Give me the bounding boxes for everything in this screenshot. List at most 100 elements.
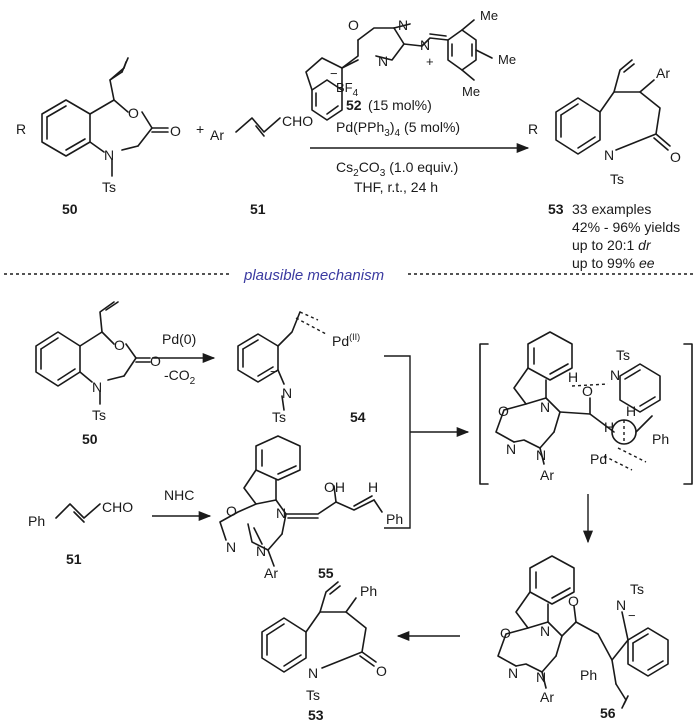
r-substituent: R (16, 121, 26, 137)
mech50-ring-oxygen: O (114, 337, 125, 353)
positive-charge: + (426, 54, 434, 69)
mech55-hydrogen: H (368, 479, 378, 495)
compound-label-51: 51 (250, 201, 266, 217)
mech51-phenyl: Ph (28, 513, 45, 529)
compound-label-56: 56 (600, 705, 616, 721)
palladium-source: Pd(PPh3)4(5 mol%) (336, 119, 460, 139)
mech55-nitrogen-1: N (276, 505, 286, 521)
compound-51-top: Ar CHO 51 (210, 113, 313, 217)
amide-anion-charge: − (270, 364, 278, 379)
mech56-oxygen: O (500, 625, 511, 641)
product-53-top: R Ar N O Ts (528, 59, 681, 187)
step2-reagent: NHC (164, 487, 194, 503)
mech53-tosyl: Ts (306, 687, 320, 703)
ts-enol-oxygen: O (582, 383, 593, 399)
intermediate-54: Pd(II) − N Ts 54 (237, 311, 366, 425)
enantiomeric-excess: up to 99% ee (572, 255, 655, 271)
mech56-nitrogen-anion: N (616, 597, 626, 613)
catalyst-oxygen: O (348, 17, 359, 33)
tosyl-group: Ts (102, 179, 116, 195)
mech56-nitrogen-2: N (508, 665, 518, 681)
tetrafluoroborate: BF4 (336, 80, 359, 99)
mech54-tosyl: Ts (272, 409, 286, 425)
methyl-1: Me (480, 8, 498, 23)
product-aryl: Ar (656, 65, 670, 81)
product-r-substituent: R (528, 121, 538, 137)
mech55-oxygen: O (226, 503, 237, 519)
product-53-mechanism: Ph N O Ts 53 (261, 581, 387, 723)
mech51-aldehyde: CHO (102, 499, 133, 515)
mech55-phenyl: Ph (386, 511, 403, 527)
intermediate-56: O N N N Ar O N − Ts Ph 56 (497, 555, 669, 721)
pd-ii-center: Pd(II) (332, 332, 360, 349)
mech55-aryl: Ar (264, 565, 278, 581)
transition-state: O N N N Ar O H N Ts H H Ph Pd (479, 331, 693, 485)
ring-nitrogen: N (104, 147, 114, 163)
mech53-phenyl: Ph (360, 583, 377, 599)
methyl-2: Me (498, 52, 516, 67)
step1-reagent: Pd(0) (162, 331, 196, 347)
ts-enol-hydrogen: H (568, 369, 578, 385)
product-nitrogen: N (604, 147, 614, 163)
mech56-nitrogen-1: N (540, 623, 550, 639)
reaction-conditions: 52 (15 mol%) Pd(PPh3)4(5 mol%) Cs2CO3(1.… (310, 97, 530, 195)
compound-51-mechanism: Ph CHO 51 (28, 499, 133, 567)
ts-palladium: Pd (590, 451, 607, 467)
ts-aryl: Ar (540, 467, 554, 483)
ring-oxygen: O (128, 105, 139, 121)
mech53-carbonyl-oxygen: O (376, 663, 387, 679)
catalyst-nitrogen-1: N (398, 17, 408, 33)
mech56-anion-charge: − (628, 608, 636, 623)
catalyst-loading: (15 mol%) (368, 97, 432, 113)
carbonyl-oxygen: O (170, 123, 181, 139)
mech56-ketone-oxygen: O (568, 593, 579, 609)
plus-sign: + (196, 121, 204, 137)
compound-label-54: 54 (350, 409, 366, 425)
mech55-hydroxyl: OH (324, 479, 345, 495)
ts-nitrogen-3: N (536, 447, 546, 463)
compound-label-53-mech: 53 (308, 707, 324, 723)
compound-50-top: R O O N Ts 50 (16, 57, 181, 217)
catalyst-nitrogen-2: N (378, 53, 388, 69)
ts-tosyl: Ts (616, 347, 630, 363)
mech50-nitrogen: N (92, 379, 102, 395)
yield-range: 42% - 96% yields (572, 219, 680, 235)
ts-phenyl: Ph (652, 431, 669, 447)
ts-oxygen: O (498, 403, 509, 419)
methyl-3: Me (462, 84, 480, 99)
compound-label-50: 50 (62, 201, 78, 217)
mechanism-title: plausible mechanism (243, 267, 384, 284)
catalyst-nitrogen-3: N (420, 37, 430, 53)
mech56-nitrogen-3: N (536, 669, 546, 685)
mech55-nitrogen-3: N (256, 543, 266, 559)
mech56-aryl: Ar (540, 689, 554, 705)
nhc-catalyst-52: O N N N + Me Me Me − BF4 (305, 8, 516, 121)
step1-decarboxylation: -CO2 (164, 367, 196, 387)
results-summary: 53 33 examples 42% - 96% yields up to 20… (548, 201, 680, 271)
solvent-condition: THF, r.t., 24 h (354, 179, 438, 195)
mech50-carbonyl-oxygen: O (150, 353, 161, 369)
compound-label-51-mech: 51 (66, 551, 82, 567)
mech53-nitrogen: N (308, 665, 318, 681)
aldehyde-group: CHO (282, 113, 313, 129)
diastereomeric-ratio: up to 20:1 dr (572, 237, 652, 253)
compound-label-50-mech: 50 (82, 431, 98, 447)
breslow-intermediate-55: O N N N Ar OH H Ph 55 (219, 435, 403, 581)
mech55-nitrogen-2: N (226, 539, 236, 555)
base-condition: Cs2CO3(1.0 equiv.) (336, 159, 458, 179)
product-tosyl: Ts (610, 171, 624, 187)
ts-vinyl-hydrogen-2: H (626, 403, 636, 419)
examples-count: 33 examples (572, 201, 651, 217)
compound-50-mechanism: O O N Ts 50 (35, 301, 161, 447)
aryl-group: Ar (210, 127, 224, 143)
mech54-nitrogen: N (282, 385, 292, 401)
ts-nitrogen-2: N (506, 441, 516, 457)
mech56-tosyl: Ts (630, 581, 644, 597)
ts-vinyl-hydrogen-1: H (604, 419, 614, 435)
negative-charge: − (330, 66, 338, 81)
ts-amide-nitrogen: N (610, 367, 620, 383)
ts-nitrogen-1: N (540, 399, 550, 415)
combine-bracket (384, 355, 411, 529)
compound-label-53: 53 (548, 201, 564, 217)
